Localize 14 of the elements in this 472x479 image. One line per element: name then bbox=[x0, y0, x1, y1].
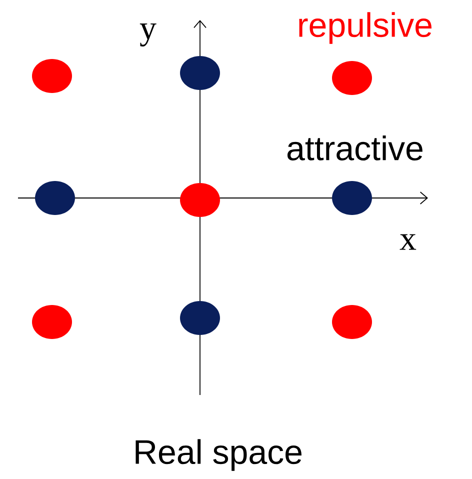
dot bbox=[180, 301, 220, 335]
dot bbox=[332, 181, 372, 215]
axis-label: y bbox=[140, 24, 156, 46]
dot bbox=[180, 183, 220, 217]
dot bbox=[180, 56, 220, 90]
region-label: repulsive bbox=[299, 12, 432, 44]
dot bbox=[32, 59, 72, 93]
dot bbox=[32, 305, 72, 339]
axis-label: x bbox=[400, 234, 416, 250]
dot bbox=[35, 181, 75, 215]
dot bbox=[332, 61, 372, 95]
dot bbox=[332, 305, 372, 339]
region-label: attractive bbox=[287, 136, 422, 160]
caption: Real space bbox=[136, 439, 302, 471]
